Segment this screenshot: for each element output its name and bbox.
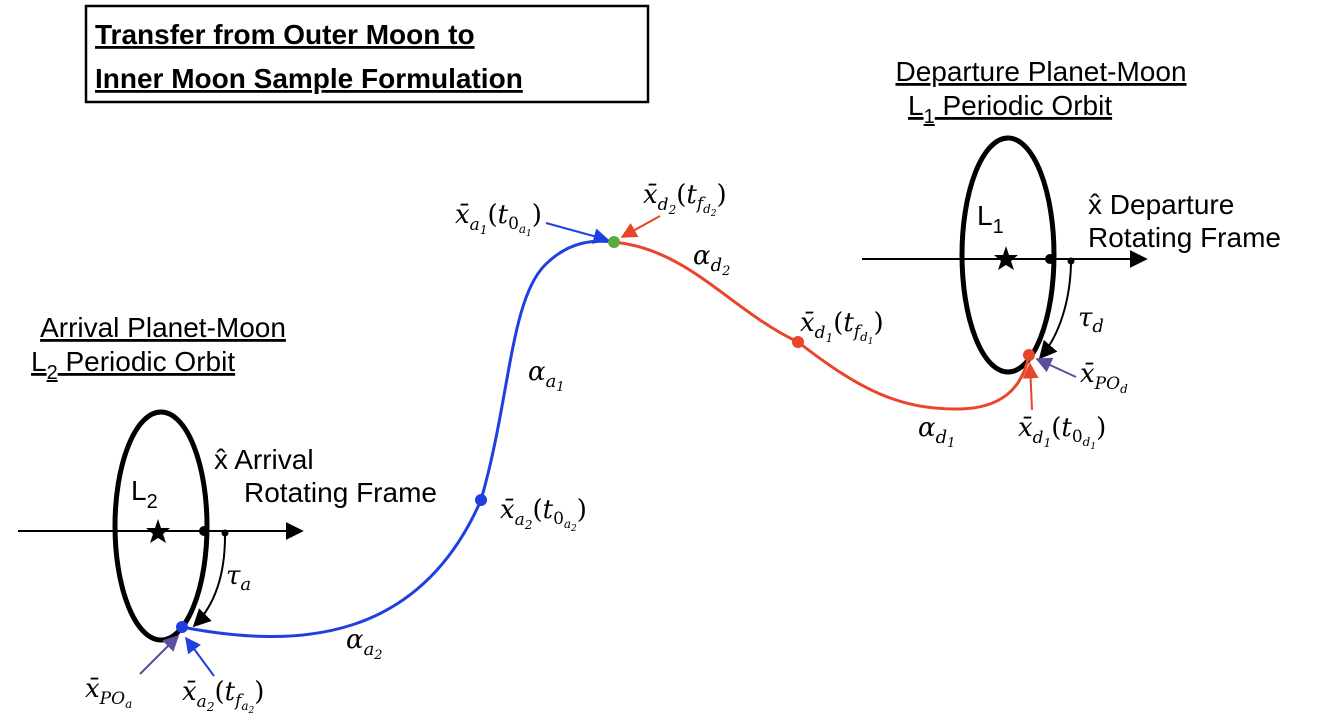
arrival-tau-arrow (192, 535, 226, 628)
junction-point (608, 236, 620, 248)
label-alpha-d1: αd1 (918, 413, 955, 451)
label-alpha-a2: αa2 (346, 625, 383, 663)
arrival-periodic-orbit (112, 409, 210, 643)
arrival-l2-label: L2 (131, 475, 158, 513)
departure-heading-line-1: Departure Planet-Moon (895, 56, 1186, 87)
label-xa2-tf: x̄a2(tfa2) (182, 677, 264, 716)
label-xd1-tf: x̄d1(tfd1) (800, 308, 884, 347)
label-xd2-tf: x̄d2(tfd2) (643, 180, 727, 219)
arrival-heading-line-1: Arrival Planet-Moon (40, 312, 286, 343)
departure-frame-line-2: Rotating Frame (1088, 222, 1281, 253)
arc-alpha-d1 (797, 340, 1031, 411)
departure-heading-line-2: L1 Periodic Orbit (908, 90, 1112, 128)
label-xd1-t0: x̄d1(t0d1) (1018, 413, 1106, 452)
arrival-frame-line-2: Rotating Frame (244, 477, 437, 508)
departure-tau-label: τd (1078, 303, 1104, 337)
arrival-po-point (176, 621, 188, 633)
pointer-xa1-t0 (545, 222, 610, 244)
pointer-xd2-tf (620, 215, 661, 238)
departure-axis-crossing-dot (1045, 254, 1055, 264)
label-alpha-d2: αd2 (693, 241, 730, 279)
pointer-xpoa (139, 634, 180, 675)
arrival-a2-start-point (475, 494, 487, 506)
arc-alpha-a1 (479, 239, 615, 501)
arrival-l2-star (146, 519, 170, 543)
departure-periodic-orbit (959, 135, 1057, 375)
label-xpod: x̄POd (1080, 359, 1128, 396)
pointer-xd1-t0 (1022, 362, 1039, 411)
label-alpha-a1: αa1 (528, 357, 565, 395)
arrival-axis-crossing-dot (199, 526, 209, 536)
departure-l1-star (994, 246, 1018, 270)
departure-d1-end-point (792, 336, 804, 348)
title-line-2: Inner Moon Sample Formulation (95, 63, 523, 94)
departure-frame-line-1: x̂ Departure (1088, 189, 1234, 220)
title-box (84, 4, 650, 104)
arc-alpha-a2 (181, 499, 483, 639)
pointer-xa2-tf (185, 636, 215, 677)
arrival-heading-line-2: L2 Periodic Orbit (31, 346, 235, 384)
title-line-1: Transfer from Outer Moon to (95, 19, 475, 50)
departure-l1-label: L1 (977, 200, 1004, 238)
label-xa2-t0: x̄a2(t0a2) (500, 495, 587, 534)
arrival-tau-label: τa (226, 561, 251, 595)
arrival-frame-line-1: x̂ Arrival (214, 444, 314, 475)
arrival-tau-dot (221, 529, 229, 537)
label-xa1-t0: x̄a1(t0a1) (455, 200, 542, 239)
arc-alpha-d2 (613, 240, 799, 344)
departure-tau-dot (1067, 257, 1075, 265)
departure-tau-arrow (1038, 263, 1072, 360)
pointer-xpod (1035, 357, 1077, 378)
departure-po-point (1023, 349, 1035, 361)
label-xpoa: x̄POa (85, 674, 132, 711)
